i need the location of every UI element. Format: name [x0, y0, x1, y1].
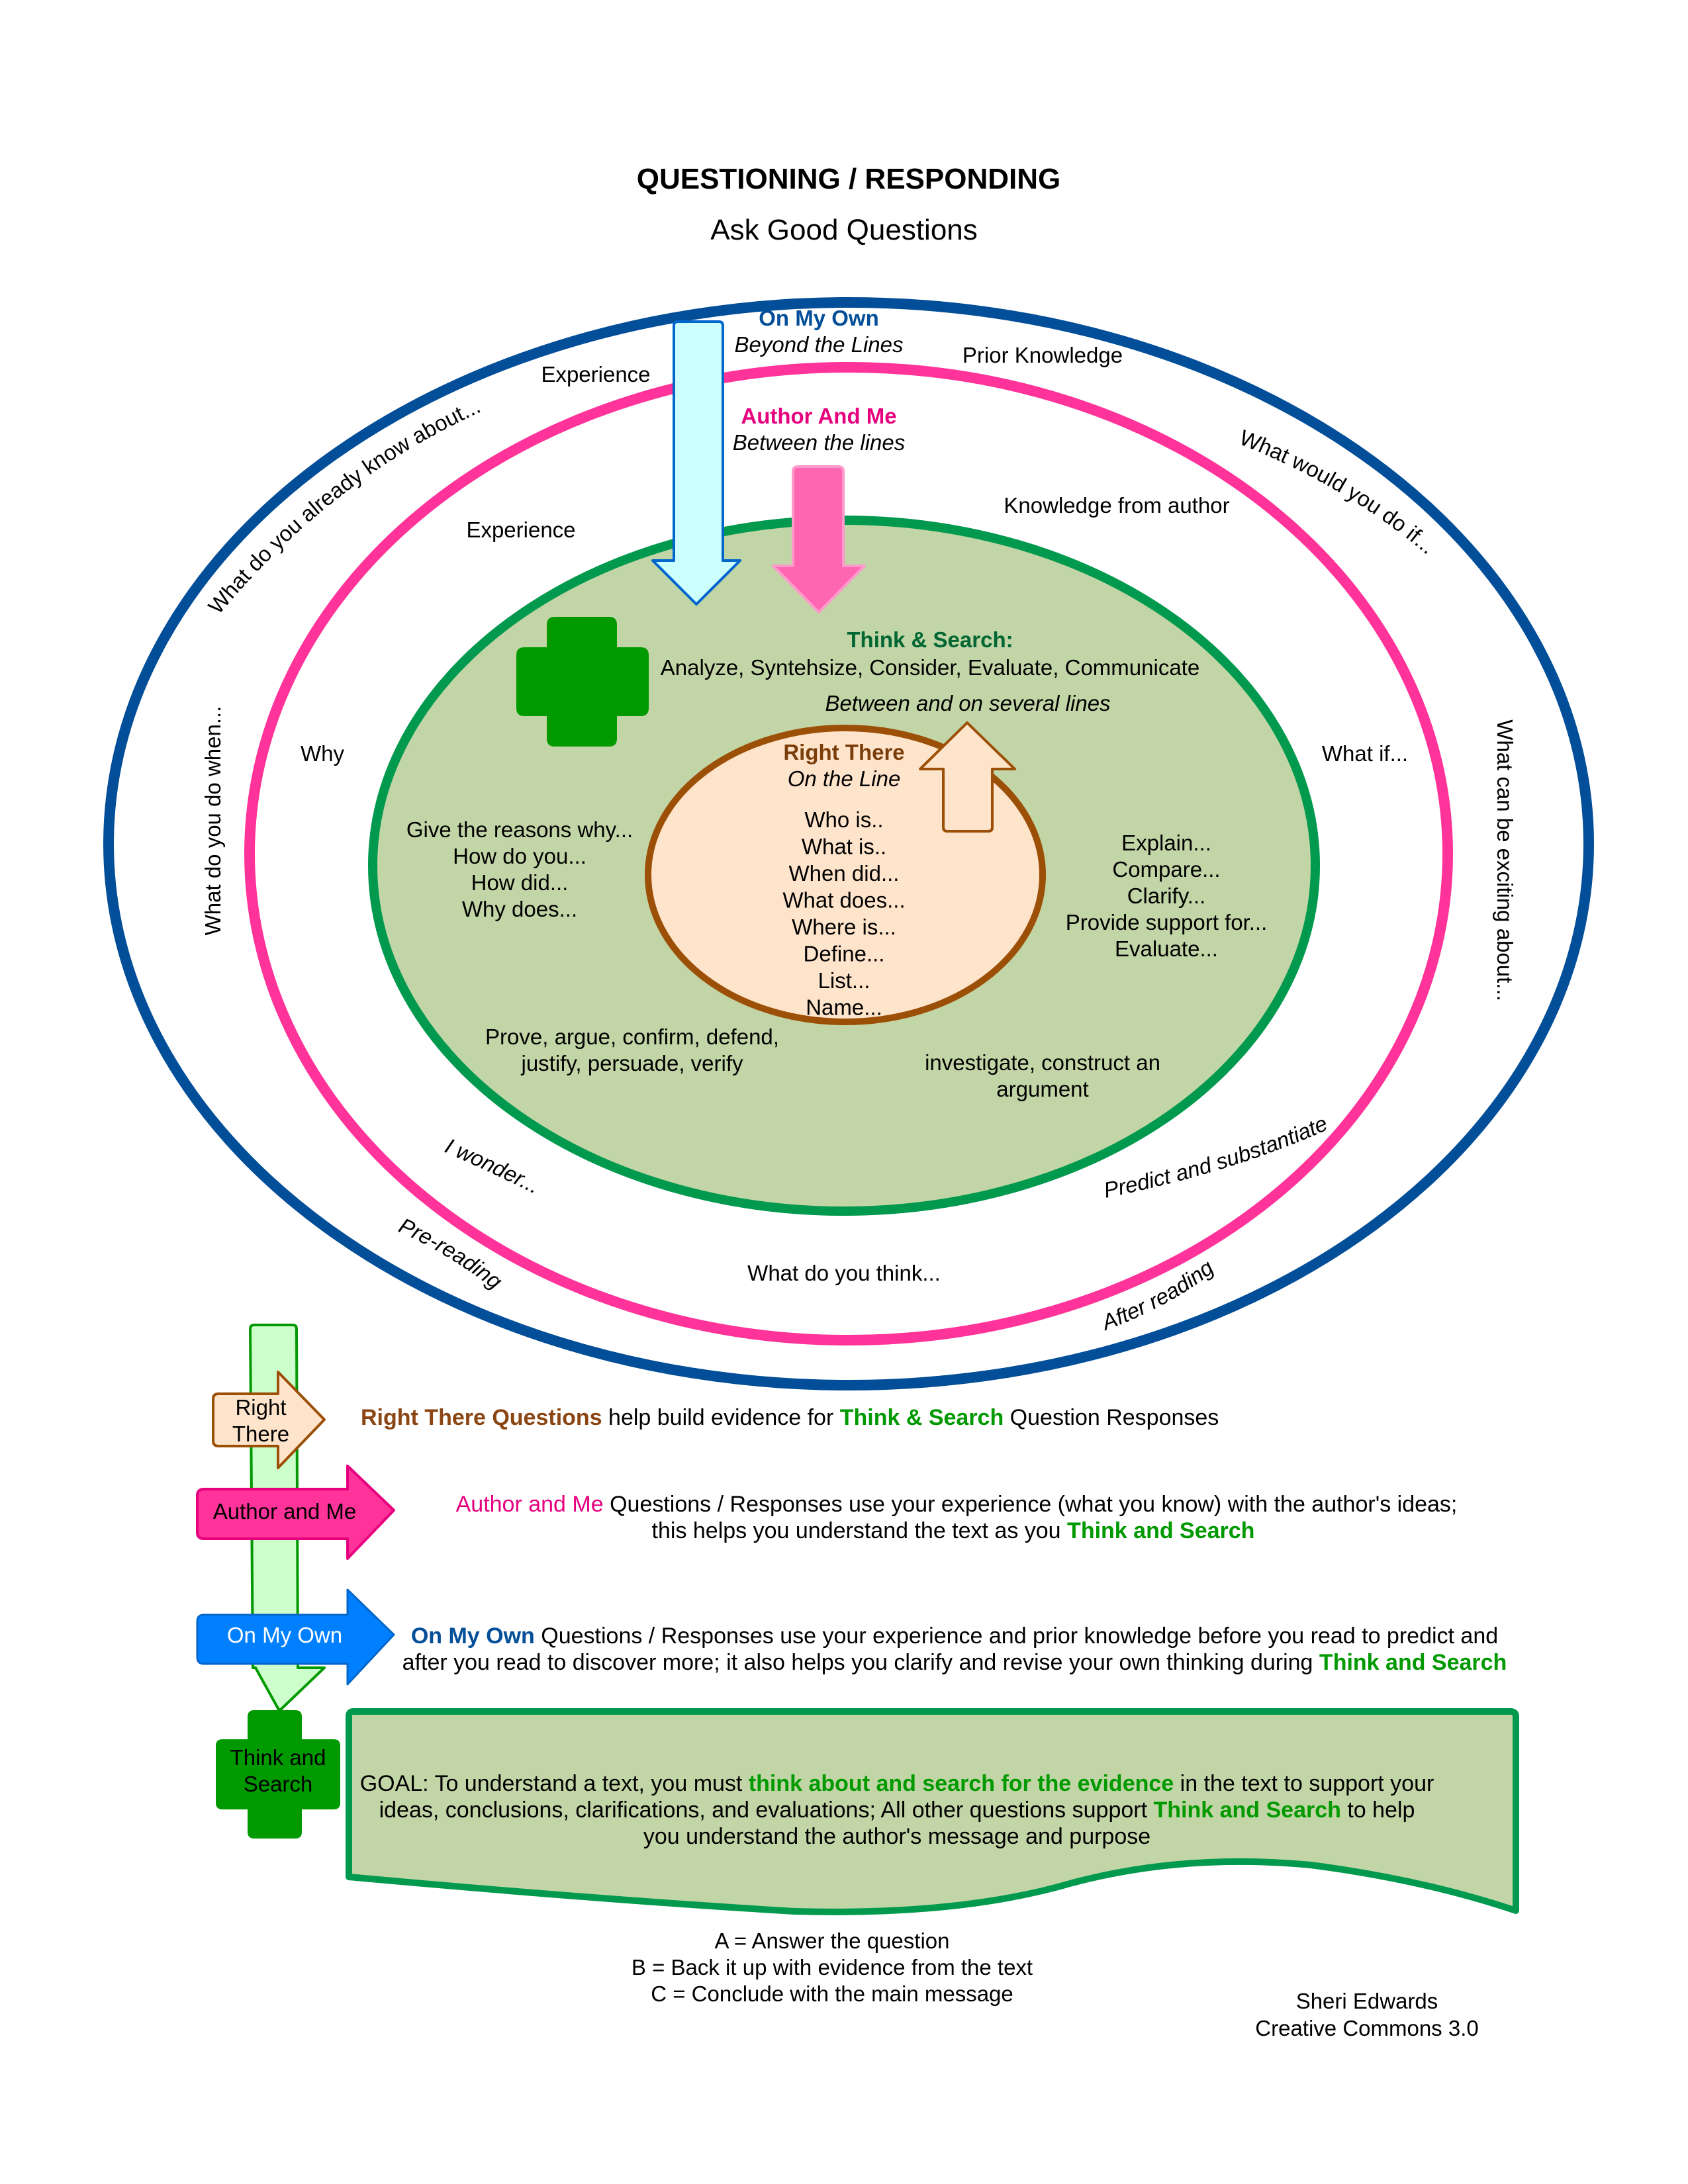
middle-ring-author-and-me — [244, 362, 1453, 1345]
core-question: When did... — [789, 861, 900, 886]
legend-think-and-search-icon: Think and Search — [216, 1710, 340, 1839]
left-question: How did... — [471, 870, 569, 895]
legend-right-there-icon-label-1: Right — [235, 1395, 286, 1420]
core-questions: Who is.. What is..When did...What does...… — [782, 807, 905, 1020]
outer-experience-label: Experience — [541, 362, 650, 387]
goal-line-1: GOAL: To understand a text, you must thi… — [360, 1771, 1434, 1796]
core-question: What is.. — [802, 835, 886, 859]
legend-author-and-me-icon-label: Author and Me — [213, 1499, 356, 1524]
exciting-label: What can be exciting about... — [1493, 719, 1517, 1001]
outer-ring-on-my-own — [103, 297, 1594, 1390]
beyond-the-lines: Beyond the Lines — [734, 332, 903, 357]
right-question: Evaluate... — [1115, 936, 1218, 961]
core-question: List... — [818, 968, 870, 993]
legend-think-search-icon-label-1: Think and — [230, 1745, 326, 1770]
legend-author-and-me-text-line1: Author and Me Questions / Responses use … — [456, 1492, 1458, 1517]
goal-line-2: ideas, conclusions, clarifications, and … — [379, 1797, 1415, 1823]
knowledge-from-author-label: Knowledge from author — [1004, 493, 1229, 518]
bottom-left-verb-line: Prove, argue, confirm, defend, — [485, 1024, 779, 1049]
legend-right-there-icon-label-2: There — [232, 1422, 289, 1446]
page-subtitle: Ask Good Questions — [710, 214, 978, 246]
right-question: Provide support for... — [1066, 910, 1268, 934]
i-wonder-label: I wonder... — [442, 1133, 544, 1198]
think-search-verbs: Analyze, Syntehsize, Consider, Evaluate,… — [661, 655, 1199, 680]
bottom-left-verb-line: justify, persuade, verify — [520, 1051, 743, 1075]
on-the-line: On the Line — [788, 766, 901, 791]
legend-on-my-own-icon: On My Own — [196, 1588, 395, 1686]
credit-license: Creative Commons 3.0 — [1255, 2016, 1478, 2040]
what-do-you-think-label: What do you think... — [747, 1261, 941, 1285]
left-question: How do you... — [453, 844, 586, 868]
legend-author-and-me-icon: Author and Me — [196, 1465, 395, 1560]
legend-think-search-icon-label-2: Search — [244, 1772, 313, 1796]
right-question: Compare... — [1112, 857, 1220, 882]
legend-right-there-icon: Right There — [212, 1371, 326, 1469]
bottom-right-verb-line: investigate, construct an — [925, 1050, 1160, 1075]
legend-on-my-own-text-line2: after you read to discover more; it also… — [402, 1650, 1507, 1675]
right-there-title: Right There — [783, 740, 904, 764]
legend-author-and-me-text-line2: this helps you understand the text as yo… — [652, 1518, 1255, 1543]
think-search-title: Think & Search: — [847, 627, 1013, 652]
right-question: Clarify... — [1127, 884, 1206, 908]
legend-on-my-own-text-line1: On My Own Questions / Responses use your… — [411, 1623, 1498, 1649]
core-question: Who is.. — [804, 807, 883, 832]
left-question: Give the reasons why... — [406, 817, 633, 842]
author-and-me-down-arrow — [772, 465, 866, 614]
abc-back-it-up: B = Back it up with evidence from the te… — [632, 1955, 1033, 1979]
goal-banner — [346, 1708, 1519, 1915]
middle-experience-label: Experience — [466, 518, 575, 542]
goal-line-3: you understand the author's message and … — [643, 1824, 1150, 1849]
core-question: Define... — [804, 942, 885, 966]
right-questions: Explain...Compare...Clarify...Provide su… — [1066, 831, 1268, 961]
right-question: Explain... — [1121, 831, 1211, 855]
bottom-left-verbs: Prove, argue, confirm, defend,justify, p… — [485, 1024, 779, 1075]
prior-knowledge-label: Prior Knowledge — [962, 343, 1123, 367]
credit-author: Sheri Edwards — [1296, 1989, 1438, 2013]
left-question: Why does... — [462, 897, 577, 921]
bottom-right-verb-line: argument — [996, 1077, 1088, 1101]
do-when-label: What do you do when... — [201, 706, 225, 936]
core-question: Name... — [806, 995, 882, 1020]
legend-on-my-own-icon-label: On My Own — [227, 1623, 342, 1647]
right-there-up-arrow — [919, 721, 1016, 833]
abc-answer: A = Answer the question — [715, 1929, 950, 1953]
abc-conclude: C = Conclude with the main message — [651, 1981, 1013, 2006]
core-question: What does... — [782, 888, 905, 913]
why-label: Why — [301, 741, 345, 766]
on-my-own-down-arrow — [651, 320, 741, 606]
what-if-label: What if... — [1322, 741, 1408, 766]
page-title: QUESTIONING / RESPONDING — [637, 163, 1061, 195]
think-search-plus-icon — [516, 617, 649, 747]
several-lines-label: Between and on several lines — [825, 691, 1110, 715]
between-the-lines: Between the lines — [733, 430, 906, 455]
legend-right-there-text: Right There Questions help build evidenc… — [361, 1405, 1219, 1430]
core-question: Where is... — [792, 915, 896, 939]
author-and-me-title: Author And Me — [741, 404, 896, 428]
left-questions: Give the reasons why...How do you...How … — [406, 817, 633, 921]
on-my-own-title: On My Own — [759, 306, 879, 330]
